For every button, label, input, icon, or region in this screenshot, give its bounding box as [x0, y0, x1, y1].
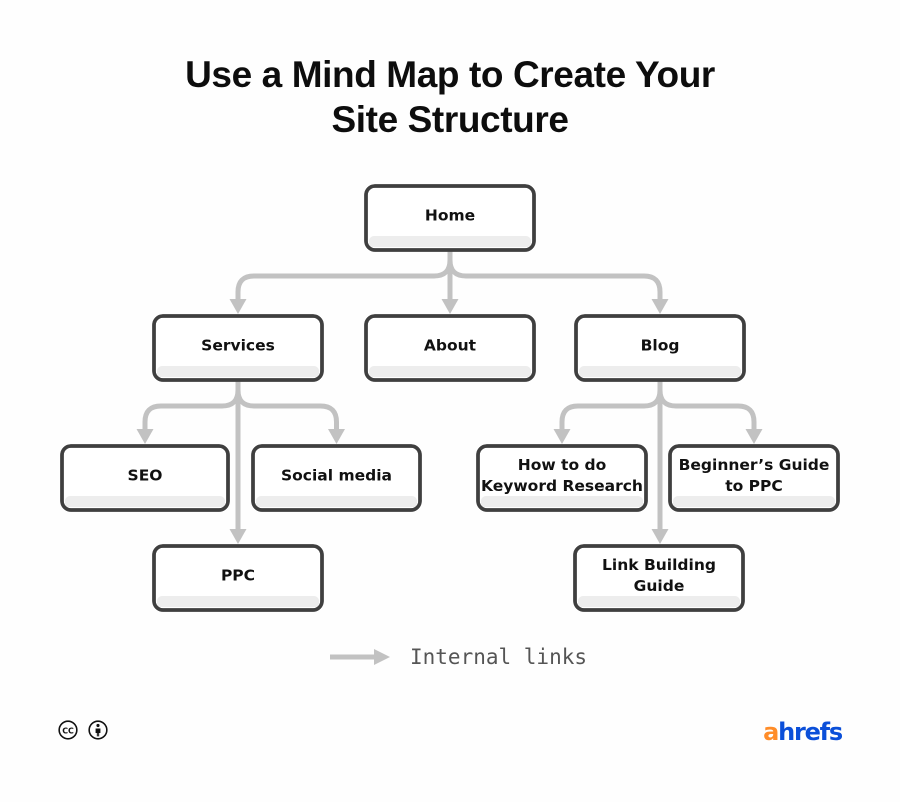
node-seo[interactable]: SEO: [60, 444, 230, 512]
connector-blog-to-keyword: [553, 380, 663, 444]
node-outline: [574, 314, 746, 382]
node-fill: [156, 318, 320, 364]
node-outline: [668, 444, 840, 512]
connector-home-to-blog: [447, 250, 669, 314]
legend: Internal links: [330, 645, 587, 669]
node-fill: [368, 188, 532, 234]
node-blog[interactable]: Blog: [574, 314, 746, 382]
connector-services-to-ppc: [229, 380, 247, 544]
ahrefs-logo: ahrefs: [763, 718, 843, 746]
node-label: About: [424, 337, 477, 355]
node-fill: [480, 448, 644, 494]
node-outline: [251, 444, 422, 512]
legend-label: Internal links: [410, 645, 588, 669]
connector-blog-to-linkbuild: [651, 380, 669, 544]
svg-text:CC: CC: [62, 727, 74, 736]
node-shadow-band: [369, 237, 531, 247]
connector-services-to-social: [235, 380, 345, 444]
node-keyword[interactable]: How to do Keyword Research: [476, 444, 648, 512]
node-shadow-band: [578, 597, 740, 607]
node-label: SEO: [128, 467, 163, 485]
node-shadow-band: [157, 597, 319, 607]
node-shadow-band: [673, 497, 835, 507]
node-shadow-band: [369, 367, 531, 377]
node-shadow-band: [481, 497, 643, 507]
node-fill: [577, 548, 741, 594]
connector-home-to-services: [229, 250, 453, 314]
node-outline: [152, 544, 324, 612]
node-outline: [573, 544, 745, 612]
node-label: Home: [425, 207, 475, 225]
node-fill: [368, 318, 532, 364]
node-ppc[interactable]: PPC: [152, 544, 324, 612]
ahrefs-logo-rest: hrefs: [778, 718, 843, 746]
ahrefs-logo-a: a: [763, 718, 779, 746]
license-icons: CC: [58, 720, 108, 740]
node-shadow-band: [256, 497, 417, 507]
node-outline: [152, 314, 324, 382]
node-label: Services: [201, 337, 275, 355]
node-label: Keyword Research: [481, 477, 643, 495]
node-label: to PPC: [725, 477, 783, 495]
node-outline: [364, 184, 536, 252]
node-outline: [60, 444, 230, 512]
node-label: Beginner’s Guide: [679, 456, 830, 474]
node-label: Link Building: [602, 556, 716, 574]
node-about[interactable]: About: [364, 314, 536, 382]
cc-by-icon: [88, 720, 108, 740]
connector-services-to-seo: [136, 380, 241, 444]
node-ppcguide[interactable]: Beginner’s Guide to PPC: [668, 444, 840, 512]
node-outline: [364, 314, 536, 382]
node-fill: [64, 448, 226, 494]
connector-layer: [136, 250, 763, 544]
node-label: Blog: [641, 337, 680, 355]
cc-icon: CC: [58, 720, 78, 740]
legend-arrow-icon: [330, 649, 390, 665]
node-label: Guide: [634, 577, 685, 595]
connector-blog-to-ppcguide: [657, 380, 763, 444]
node-outline: [476, 444, 648, 512]
node-label: How to do: [518, 456, 607, 474]
node-fill: [578, 318, 742, 364]
node-social[interactable]: Social media: [251, 444, 422, 512]
node-services[interactable]: Services: [152, 314, 324, 382]
node-fill: [156, 548, 320, 594]
node-home[interactable]: Home: [364, 184, 536, 252]
page-title: Use a Mind Map to Create Your Site Struc…: [185, 54, 715, 140]
node-fill: [672, 448, 836, 494]
node-shadow-band: [157, 367, 319, 377]
node-shadow-band: [65, 497, 225, 507]
node-fill: [255, 448, 418, 494]
node-label: PPC: [221, 567, 255, 585]
node-shadow-band: [579, 367, 741, 377]
node-label: Social media: [281, 467, 392, 485]
